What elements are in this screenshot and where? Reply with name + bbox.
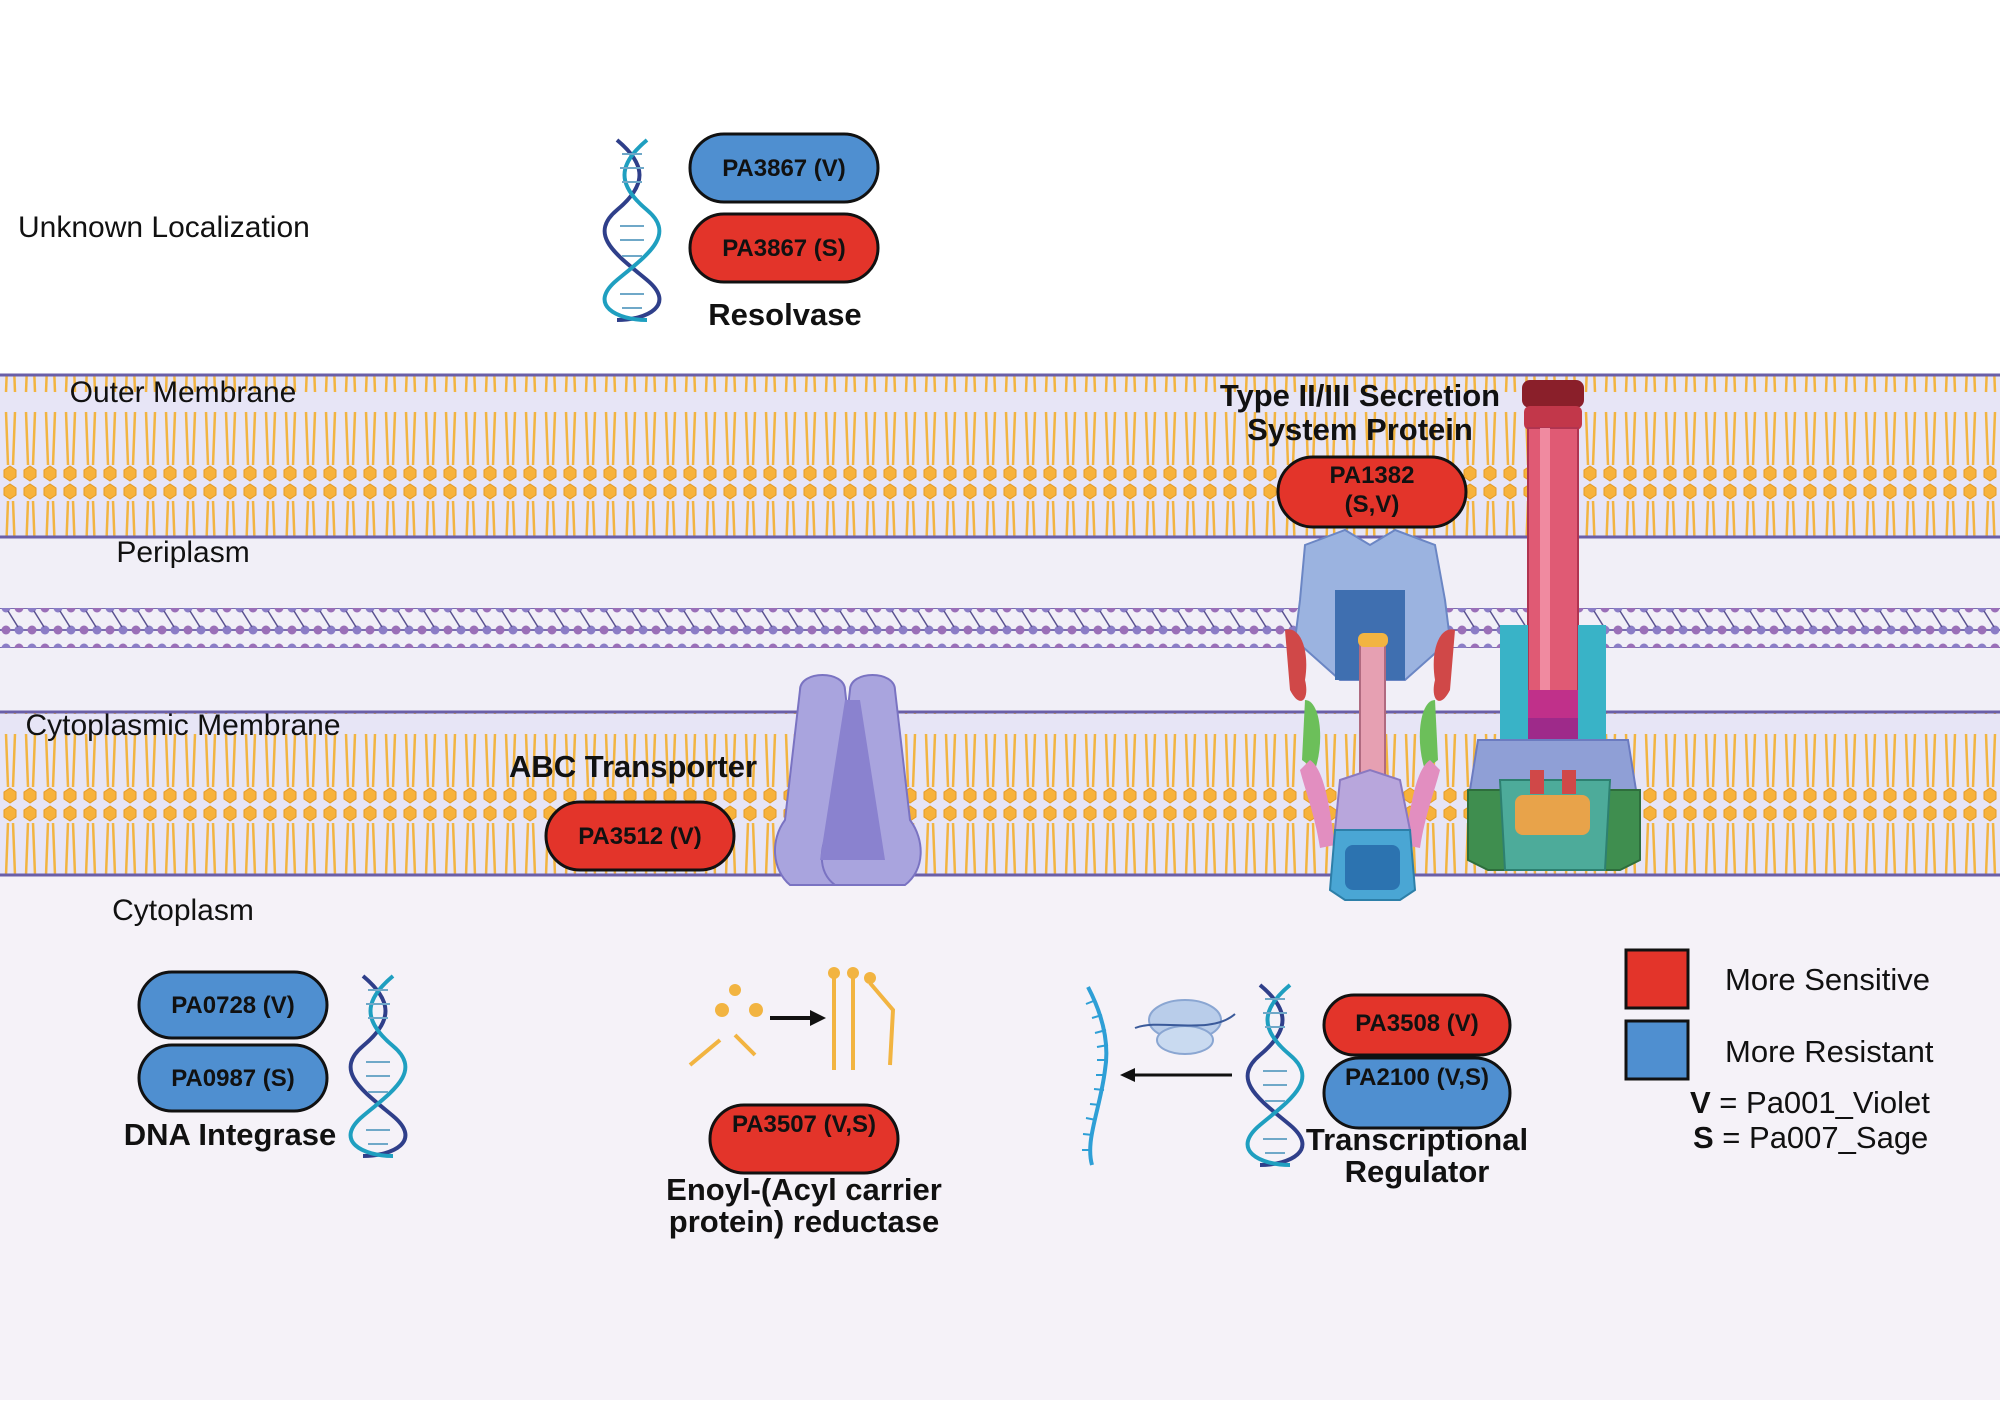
zone-label-periplasm: Periplasm (116, 536, 249, 569)
svg-text:PA2100 (V,S): PA2100 (V,S) (1345, 1064, 1489, 1091)
svg-text:PA3507 (V,S): PA3507 (V,S) (732, 1111, 876, 1138)
legend-key-s: S = Pa007_Sage (1693, 1120, 1928, 1155)
dna-helix-icon (348, 974, 408, 1158)
svg-text:PA0987 (S): PA0987 (S) (171, 1065, 295, 1092)
legend-swatch-sensitive (1624, 948, 1690, 1010)
svg-text:PA0728 (V): PA0728 (V) (171, 992, 295, 1019)
badge-pa0728-v: PA0728 (V) (137, 970, 329, 1040)
zone-label-cytoplasmic-membrane: Cytoplasmic Membrane (25, 709, 340, 742)
svg-text:PA3512 (V): PA3512 (V) (578, 823, 702, 850)
badge-pa3867-v: PA3867 (V) (688, 132, 880, 204)
abc-transporter-title: ABC Transporter (509, 749, 757, 784)
badge-pa3867-s: PA3867 (S) (688, 212, 880, 284)
injectisome-icon (1467, 380, 1641, 871)
badge-pa3512-v: PA3512 (V) (544, 800, 736, 872)
abc-transporter-icon (773, 674, 922, 886)
legend-label-resistant: More Resistant (1725, 1034, 1934, 1069)
secretion-title-line2: System Protein (1247, 412, 1473, 447)
badge-pa1382-sv: PA1382 (S,V) (1276, 455, 1468, 529)
secretion-title-line1: Type II/III Secretion (1220, 378, 1500, 413)
legend-key-v: V = Pa001_Violet (1690, 1085, 1930, 1120)
badge-pa2100-vs: PA2100 (V,S) (1322, 1056, 1512, 1130)
fatty-acid-synthesis-icon (688, 967, 896, 1070)
svg-text:(S,V): (S,V) (1345, 491, 1400, 518)
svg-text:PA1382: PA1382 (1330, 462, 1415, 489)
badge-pa3507-vs: PA3507 (V,S) (708, 1103, 900, 1175)
mrna-strand-icon (1082, 986, 1109, 1166)
integrase-title: DNA Integrase (124, 1117, 336, 1152)
svg-text:PA3867 (S): PA3867 (S) (722, 235, 846, 262)
resolvase-title: Resolvase (708, 297, 861, 332)
svg-text:PA3867 (V): PA3867 (V) (722, 155, 846, 182)
dna-helix-icon (602, 138, 662, 322)
reductase-title-line1: Enoyl-(Acyl carrier (666, 1172, 942, 1207)
zone-label-outer-membrane: Outer Membrane (70, 376, 297, 409)
secretion-complex-icon (1285, 528, 1455, 901)
badge-pa0987-s: PA0987 (S) (137, 1043, 329, 1113)
cytoplasmic-membrane (0, 710, 2000, 877)
legend: More Sensitive More Resistant V = Pa001_… (1624, 948, 1934, 1155)
legend-label-sensitive: More Sensitive (1725, 962, 1930, 997)
outer-membrane (0, 373, 2000, 539)
ribosome-icon (1134, 999, 1236, 1055)
legend-swatch-resistant (1624, 1019, 1690, 1081)
zone-label-unknown: Unknown Localization (18, 211, 310, 244)
dna-helix-icon (1245, 983, 1305, 1167)
arrow-icon (1120, 1068, 1232, 1082)
zone-label-cytoplasm: Cytoplasm (112, 894, 254, 927)
badge-pa3508-v: PA3508 (V) (1322, 993, 1512, 1057)
reductase-title-line2: protein) reductase (669, 1204, 939, 1239)
regulator-title-line1: Transcriptional (1306, 1122, 1528, 1157)
regulator-title-line2: Regulator (1345, 1154, 1490, 1189)
peptidoglycan-layer (0, 608, 2000, 648)
svg-text:PA3508 (V): PA3508 (V) (1355, 1010, 1479, 1037)
